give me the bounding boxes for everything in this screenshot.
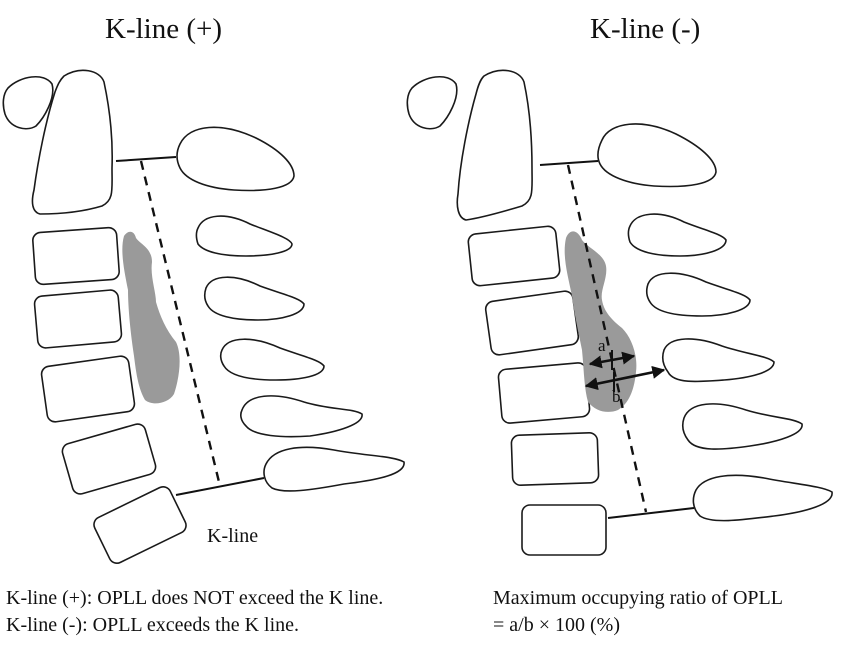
spinous-process-c4-right bbox=[645, 272, 751, 317]
spinous-process-c7-right bbox=[692, 474, 833, 522]
vertebral-body-c6-right bbox=[510, 431, 600, 487]
spinous-process-c3-left bbox=[195, 215, 293, 257]
vertebral-body-c3-right bbox=[467, 225, 561, 287]
atlas-anterior-left bbox=[2, 76, 54, 130]
spinous-process-c3-right bbox=[627, 213, 727, 257]
arrow-b bbox=[584, 365, 666, 391]
label-b: b bbox=[612, 387, 621, 406]
kline-top-segment-left bbox=[115, 156, 177, 162]
spinous-process-c5-right bbox=[662, 338, 775, 383]
kline-bottom-segment-right bbox=[607, 507, 695, 519]
panel-left: K-line bbox=[2, 69, 405, 564]
kline-top-segment-right bbox=[539, 160, 599, 166]
vertebral-body-c5-left bbox=[40, 355, 136, 423]
kline-dashed-right bbox=[566, 164, 648, 513]
vertebral-body-c4-right bbox=[484, 290, 580, 356]
spinous-process-c5-left bbox=[219, 338, 325, 381]
axis-c2-left bbox=[31, 69, 113, 215]
spinous-process-c6-right bbox=[682, 403, 803, 450]
panel-title-right: K-line (-) bbox=[590, 13, 701, 45]
opll-mass-left bbox=[122, 231, 180, 404]
vertebral-body-c7-left bbox=[93, 486, 187, 564]
legend-kline-negative: K-line (-): OPLL exceeds the K line. bbox=[6, 614, 300, 636]
legend-left: K-line (+): OPLL does NOT exceed the K l… bbox=[6, 585, 383, 639]
axis-c2-right bbox=[456, 69, 533, 221]
vertebral-body-c7-right bbox=[521, 504, 607, 556]
kline-bottom-segment-left bbox=[175, 477, 265, 496]
vertebral-body-c6-left bbox=[61, 423, 157, 495]
vertebral-body-c3-left bbox=[32, 226, 120, 286]
legend-ratio-formula: = a/b × 100 (%) bbox=[493, 614, 620, 636]
vertebral-body-c5-right bbox=[497, 362, 591, 424]
legend-right: Maximum occupying ratio of OPLL = a/b × … bbox=[493, 585, 783, 639]
spinous-process-c4-left bbox=[203, 276, 305, 321]
panel-title-left: K-line (+) bbox=[105, 13, 223, 45]
label-a: a bbox=[598, 336, 606, 355]
atlas-anterior-right bbox=[406, 76, 458, 130]
panel-right: a b bbox=[406, 69, 833, 556]
legend-kline-positive: K-line (+): OPLL does NOT exceed the K l… bbox=[6, 587, 384, 609]
vertebral-body-c4-left bbox=[33, 289, 123, 349]
spinous-process-c6-left bbox=[240, 395, 363, 438]
spinous-process-c2-left bbox=[176, 126, 295, 192]
legend-ratio-title: Maximum occupying ratio of OPLL bbox=[493, 587, 783, 609]
spinous-process-c2-right bbox=[597, 123, 717, 188]
kline-label: K-line bbox=[207, 525, 258, 547]
spinous-process-c7-left bbox=[263, 446, 405, 492]
kline-dashed-left bbox=[139, 160, 221, 483]
